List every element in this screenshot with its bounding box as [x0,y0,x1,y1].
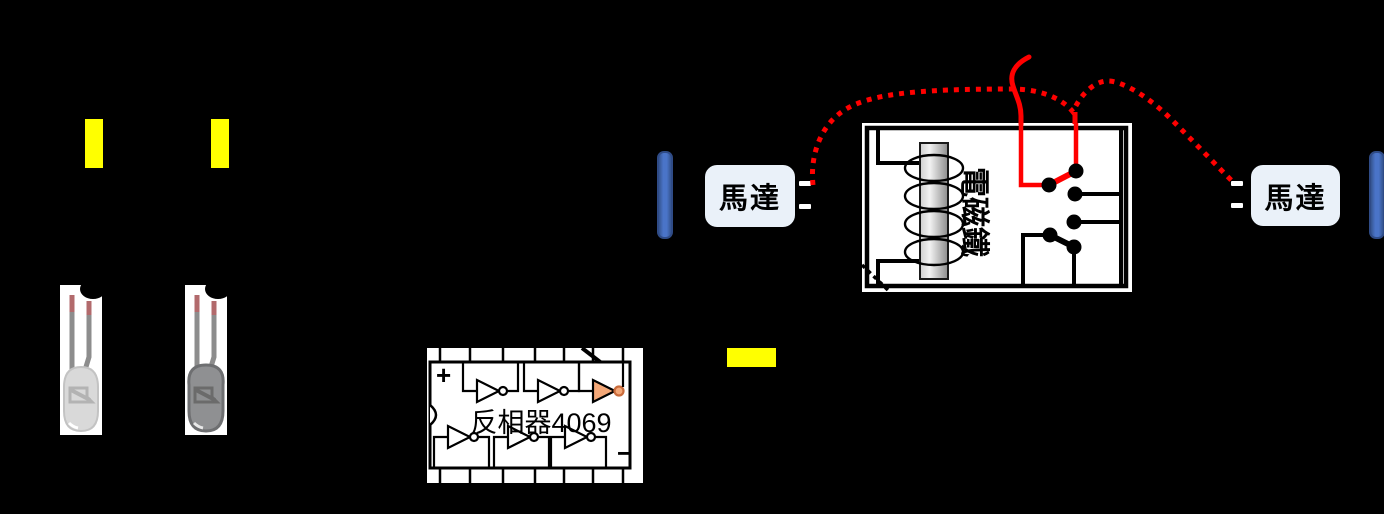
not-gate-highlighted-icon [591,378,618,404]
motor-left-terminal-top [799,181,811,186]
yellow-block-horizontal [727,348,776,367]
yellow-block-left-1 [85,119,103,168]
inverter-chip-graphic: + − 反相器4069 [428,346,632,483]
contact-dots [1041,163,1084,255]
motor-right-terminal-top [1231,181,1243,186]
chip-notch [429,404,438,426]
led-photo-left [60,279,106,435]
red-solid-wire [1009,54,1032,127]
motor-left-label: 馬達 [718,183,781,215]
plus-sign: + [436,360,451,390]
electromagnet-label: 電磁鐵 [957,167,991,257]
not-gates-top [461,362,625,404]
not-gate-icon [475,378,502,404]
red-dotted-wire [809,78,1235,186]
relay-graphic: 電磁鐵 [860,123,1132,294]
not-gates-bottom [432,424,608,468]
motor-right-label: 馬達 [1264,182,1327,215]
not-gate-icon [536,378,563,404]
motor-right-terminal-bottom [1231,203,1243,208]
chip-pins-bottom [438,468,625,483]
led-right-graphic [185,279,231,435]
not-gate-icon [446,424,473,450]
led-photo-right [185,279,231,435]
not-gate-icon [506,424,533,450]
led-die-bar [195,388,216,402]
led-left-graphic [60,279,106,435]
coil-loops [903,153,965,267]
led-dome [63,365,99,433]
dotted-lead [860,263,892,294]
led-die-bar [70,388,91,402]
photo-background [862,123,1132,292]
chip-pins-top [438,348,625,362]
motor-left-box: 馬達 [702,162,798,230]
minus-sign: − [617,438,632,468]
wheel-left [657,151,673,239]
led-dome [187,363,225,433]
motor-left-terminal-bottom [799,204,811,209]
coil-wire-bottom [876,259,922,286]
yellow-block-left-2 [211,119,229,168]
inverter-chip-photo: + − 反相器4069 [427,346,643,483]
relay-case-border [864,125,1129,289]
relay-photo: 電磁鐵 [860,123,1132,294]
led-highlight [192,421,204,430]
not-gate-icon [563,424,590,450]
inverter-label: 反相器4069 [470,408,611,438]
motor-right-box: 馬達 [1248,162,1343,229]
led-highlight [67,421,79,430]
